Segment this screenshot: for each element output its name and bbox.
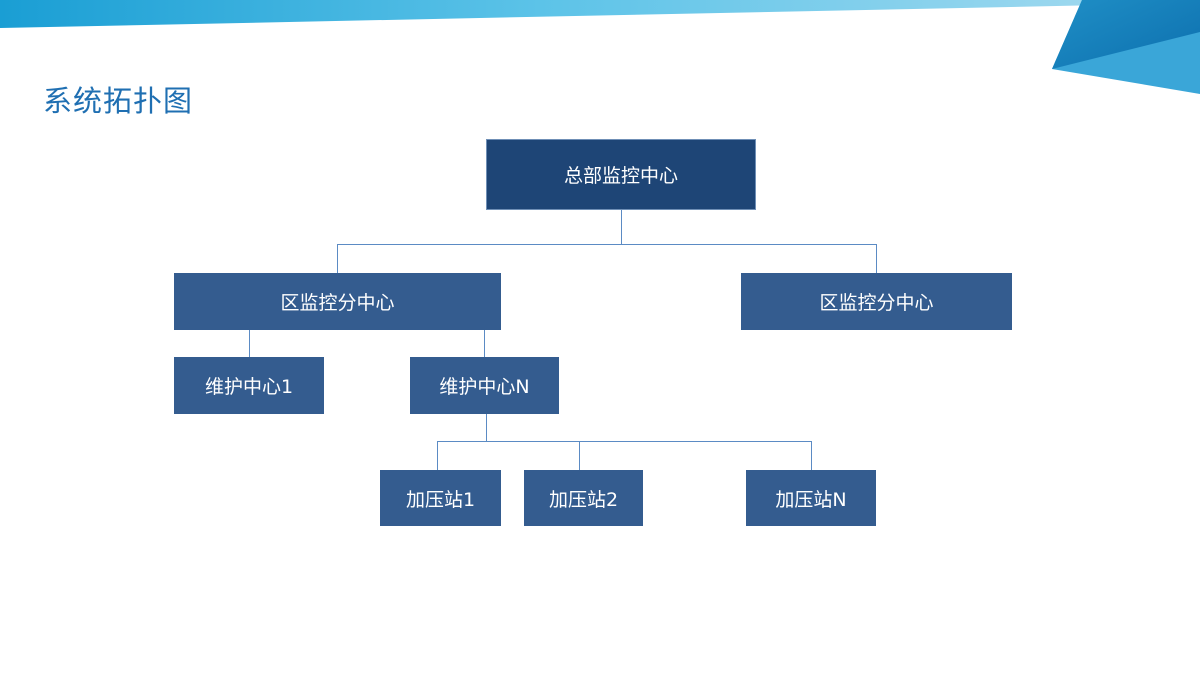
node-pressure-station-2: 加压站2: [524, 470, 643, 526]
node-label: 总部监控中心: [563, 165, 678, 187]
node-pressure-station-1: 加压站1: [380, 470, 501, 526]
node-hq-monitoring-center: 总部监控中心: [486, 139, 756, 210]
top-banner: [0, 0, 1200, 94]
node-label: 维护中心1: [204, 376, 294, 398]
node-pressure-station-n: 加压站N: [746, 470, 876, 526]
node-label: 区监控分中心: [280, 292, 395, 314]
page-title: 系统拓扑图: [43, 84, 194, 118]
node-label: 加压站N: [775, 488, 847, 511]
node-maintenance-center-n: 维护中心N: [410, 357, 559, 414]
node-maintenance-center-1: 维护中心1: [174, 357, 324, 414]
corner-triangle-dark: [1052, 0, 1200, 69]
node-district-center-right: 区监控分中心: [741, 273, 1012, 330]
node-label: 加压站2: [548, 488, 619, 511]
node-district-center-left: 区监控分中心: [174, 273, 501, 330]
top-band: [0, 0, 1200, 28]
node-label: 区监控分中心: [819, 292, 934, 314]
node-label: 加压站1: [405, 488, 476, 511]
node-label: 维护中心N: [439, 376, 530, 398]
